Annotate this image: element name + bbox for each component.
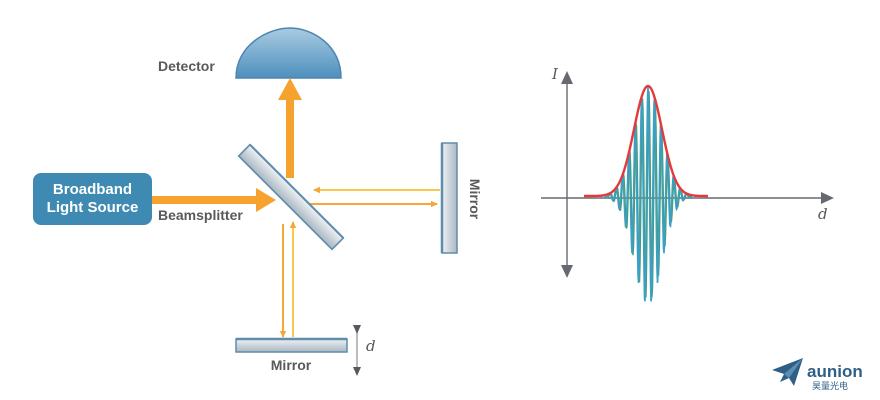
logo-text: aunion bbox=[807, 362, 863, 381]
light-source-label-line1: Broadband bbox=[53, 181, 132, 198]
right-mirror-label: Mirror bbox=[467, 179, 483, 220]
displacement-label: d bbox=[366, 337, 376, 355]
detector-label: Detector bbox=[158, 58, 215, 74]
light-source-box bbox=[33, 173, 152, 225]
light-source-label-line2: Light Source bbox=[47, 199, 139, 216]
beamsplitter-label: Beamsplitter bbox=[158, 207, 243, 223]
right-mirror bbox=[440, 142, 458, 254]
aunion-logo: aunion 昊量光电 bbox=[772, 358, 863, 392]
arm-beams-bottom bbox=[279, 221, 297, 338]
beamsplitter bbox=[237, 143, 345, 251]
plot-y-axis-label: I bbox=[551, 65, 559, 83]
output-beam bbox=[278, 78, 302, 178]
logo-subtitle: 昊量光电 bbox=[812, 380, 848, 392]
arm-beams-right bbox=[300, 186, 440, 208]
bottom-mirror bbox=[235, 337, 348, 353]
coherence-envelope bbox=[584, 84, 708, 198]
input-beam bbox=[152, 188, 276, 212]
interferogram-plot: I d bbox=[541, 65, 834, 302]
plot-x-axis-label: d bbox=[818, 205, 828, 223]
bottom-mirror-label: Mirror bbox=[271, 357, 312, 373]
detector-dome bbox=[235, 27, 342, 79]
